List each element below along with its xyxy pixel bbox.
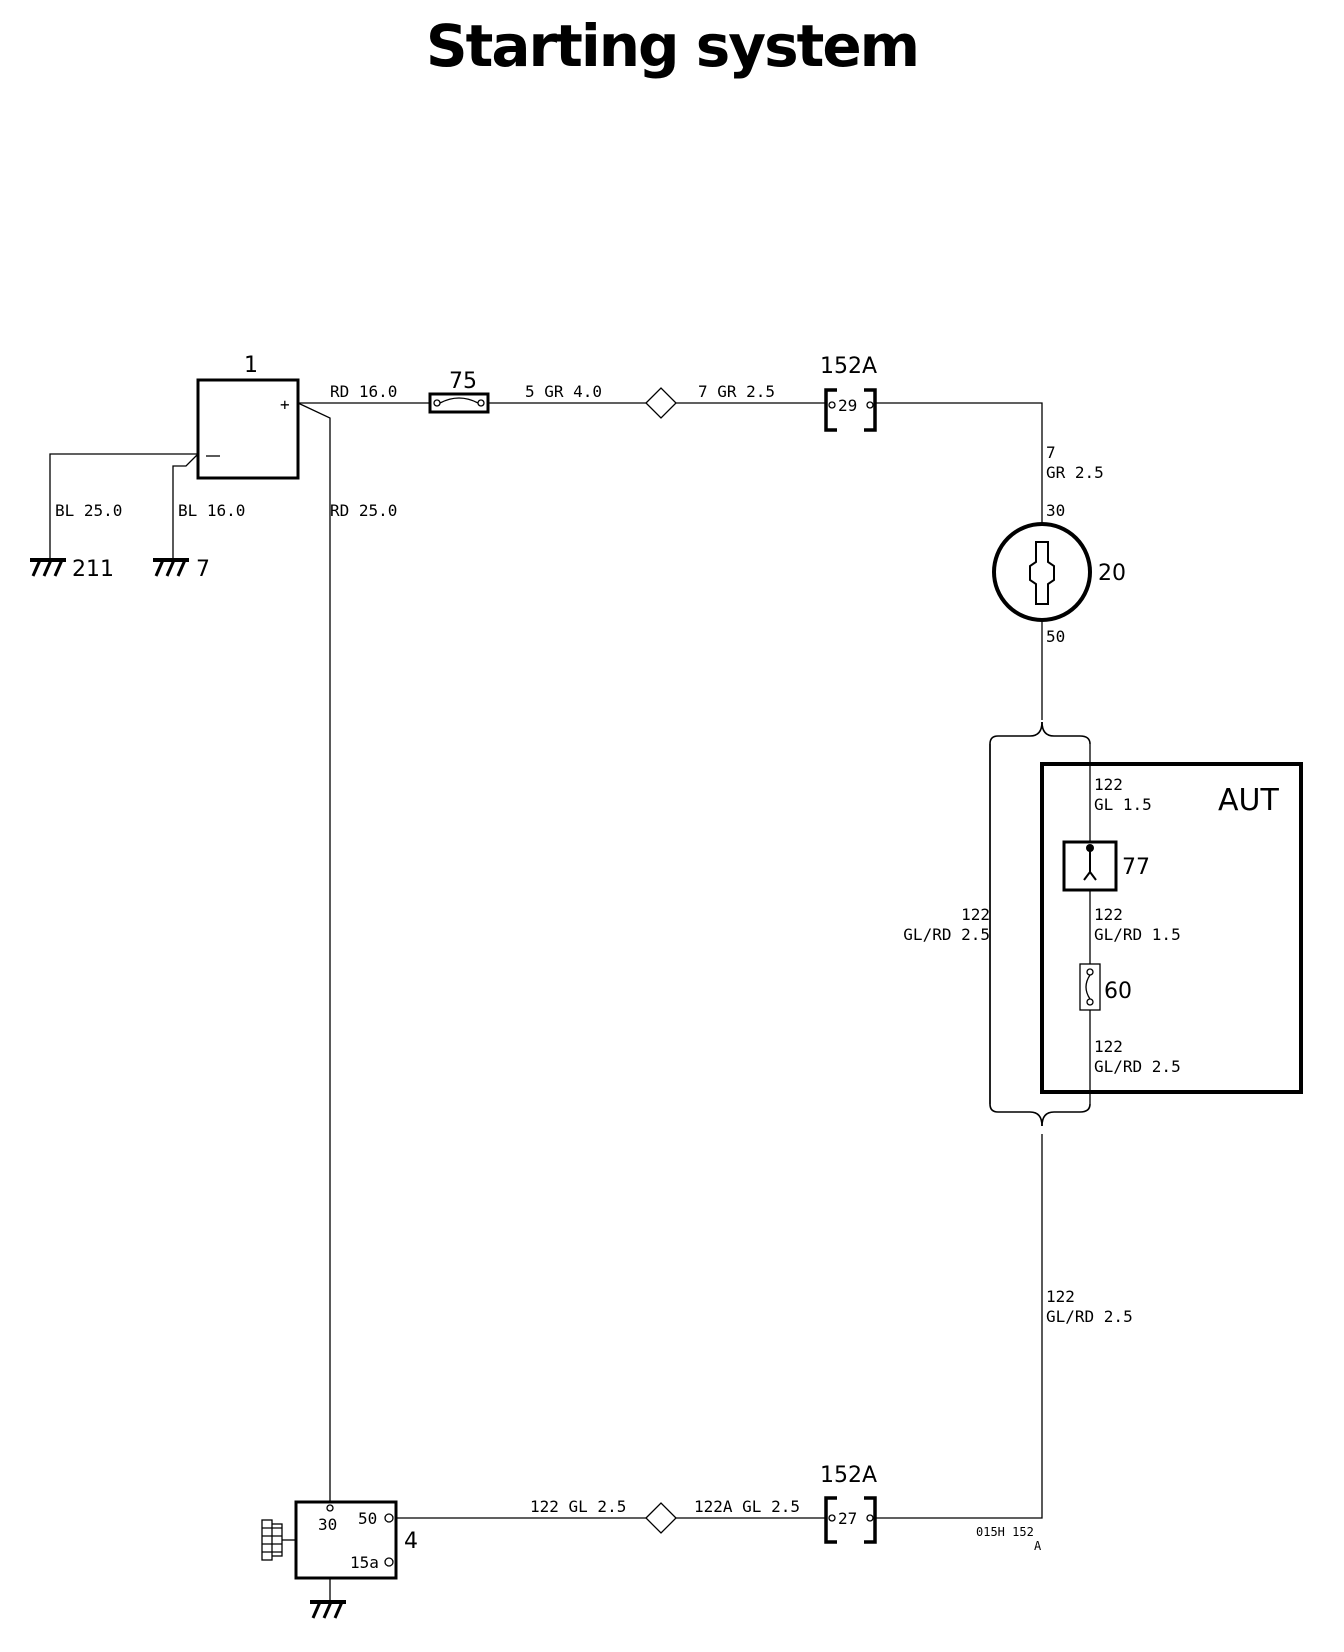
starter-pin-15a: 15a [350, 1553, 379, 1572]
fuse-60-icon: 60 [1079, 963, 1132, 1011]
ignition-pin-50: 50 [1046, 627, 1065, 646]
aut-box: AUT 122 GL 1.5 77 122 GL/RD 1.5 60 122 G… [1040, 744, 1303, 1104]
wire-label-right-low-num: 122 [1046, 1287, 1075, 1306]
bottom-wire-chain: 27 152A 122A GL 2.5 122 GL 2.5 [396, 1463, 877, 1544]
right-lower-wire: 122 GL/RD 2.5 [875, 1134, 1133, 1519]
connector-pin-29: 29 [838, 396, 857, 415]
wire-label-aut-out-spec: GL/RD 2.5 [1094, 1057, 1181, 1076]
battery-label: 1 [244, 353, 258, 378]
wire-label-aut-mid-num: 122 [1094, 905, 1123, 924]
connector-pin-27: 27 [838, 1509, 857, 1528]
aut-label: AUT [1218, 783, 1279, 818]
ground-7-label: 7 [196, 557, 210, 582]
wire-label-bypass-spec: GL/RD 2.5 [903, 925, 990, 944]
wire-label-aut-mid-spec: GL/RD 1.5 [1094, 925, 1181, 944]
option-brace: 122 GL/RD 2.5 [903, 721, 1091, 1127]
fuse-60-label: 60 [1104, 979, 1132, 1004]
wire-label-aut-in-spec: GL 1.5 [1094, 795, 1152, 814]
wire-label-bottom-right: 122A GL 2.5 [694, 1497, 800, 1516]
wire-label-rd16: RD 16.0 [330, 382, 397, 401]
ground-211-icon: 211 [30, 557, 114, 582]
wire-label-right-top-spec: GR 2.5 [1046, 463, 1104, 482]
connector-152a-top: 29 152A [820, 354, 877, 432]
wire-label-gr7: 7 GR 2.5 [698, 382, 775, 401]
diagram-code: 015H 152 [976, 1525, 1034, 1539]
wire-label-aut-out-num: 122 [1094, 1037, 1123, 1056]
splice-bottom-icon [645, 1502, 677, 1534]
wire-label-bottom-left: 122 GL 2.5 [530, 1497, 626, 1516]
starter-pin-30: 30 [318, 1515, 337, 1534]
wire-label-gr5: 5 GR 4.0 [525, 382, 602, 401]
ground-starter-icon [310, 1600, 346, 1619]
ignition-switch: 30 20 50 [992, 501, 1126, 720]
wire-label-bl25: BL 25.0 [55, 501, 122, 520]
starter-label: 4 [404, 1529, 418, 1554]
wire-label-right-low-spec: GL/RD 2.5 [1046, 1307, 1133, 1326]
wire-label-rd25: RD 25.0 [330, 501, 397, 520]
fuse-75-icon: 75 [428, 369, 490, 414]
switch-77-icon: 77 [1062, 840, 1150, 892]
connector-152a-top-label: 152A [820, 354, 877, 379]
ground-211-label: 211 [72, 557, 114, 582]
ignition-pin-30: 30 [1046, 501, 1065, 520]
connector-152a-bottom-label: 152A [820, 1463, 877, 1488]
switch-77-label: 77 [1122, 855, 1150, 880]
battery: 1 + [196, 353, 300, 480]
connector-152a-bottom: 27 152A [820, 1463, 877, 1544]
starter-pinion-icon [261, 1519, 296, 1561]
wire-label-right-top-num: 7 [1046, 443, 1056, 462]
battery-to-starter-wire: RD 25.0 [297, 402, 397, 1508]
wire-label-aut-in-num: 122 [1094, 775, 1123, 794]
ignition-label: 20 [1098, 561, 1126, 586]
starter-motor: 30 50 15a 4 [261, 1500, 418, 1619]
fuse-75-label: 75 [449, 369, 477, 394]
battery-plus-sign: + [280, 395, 290, 414]
starter-pin-50: 50 [358, 1509, 377, 1528]
splice-top-icon [645, 387, 677, 419]
wire-label-bypass-num: 122 [961, 905, 990, 924]
battery-ground-wires: BL 25.0 BL 16.0 [49, 453, 245, 560]
page-title: Starting system [425, 12, 920, 80]
ground-7-icon: 7 [153, 557, 210, 582]
diagram-revision: A [1034, 1539, 1042, 1553]
wire-label-bl16: BL 16.0 [178, 501, 245, 520]
top-wire-chain: RD 16.0 75 5 GR 4.0 7 GR 2.5 29 152A 7 G… [298, 354, 1104, 524]
key-icon [1029, 541, 1055, 605]
